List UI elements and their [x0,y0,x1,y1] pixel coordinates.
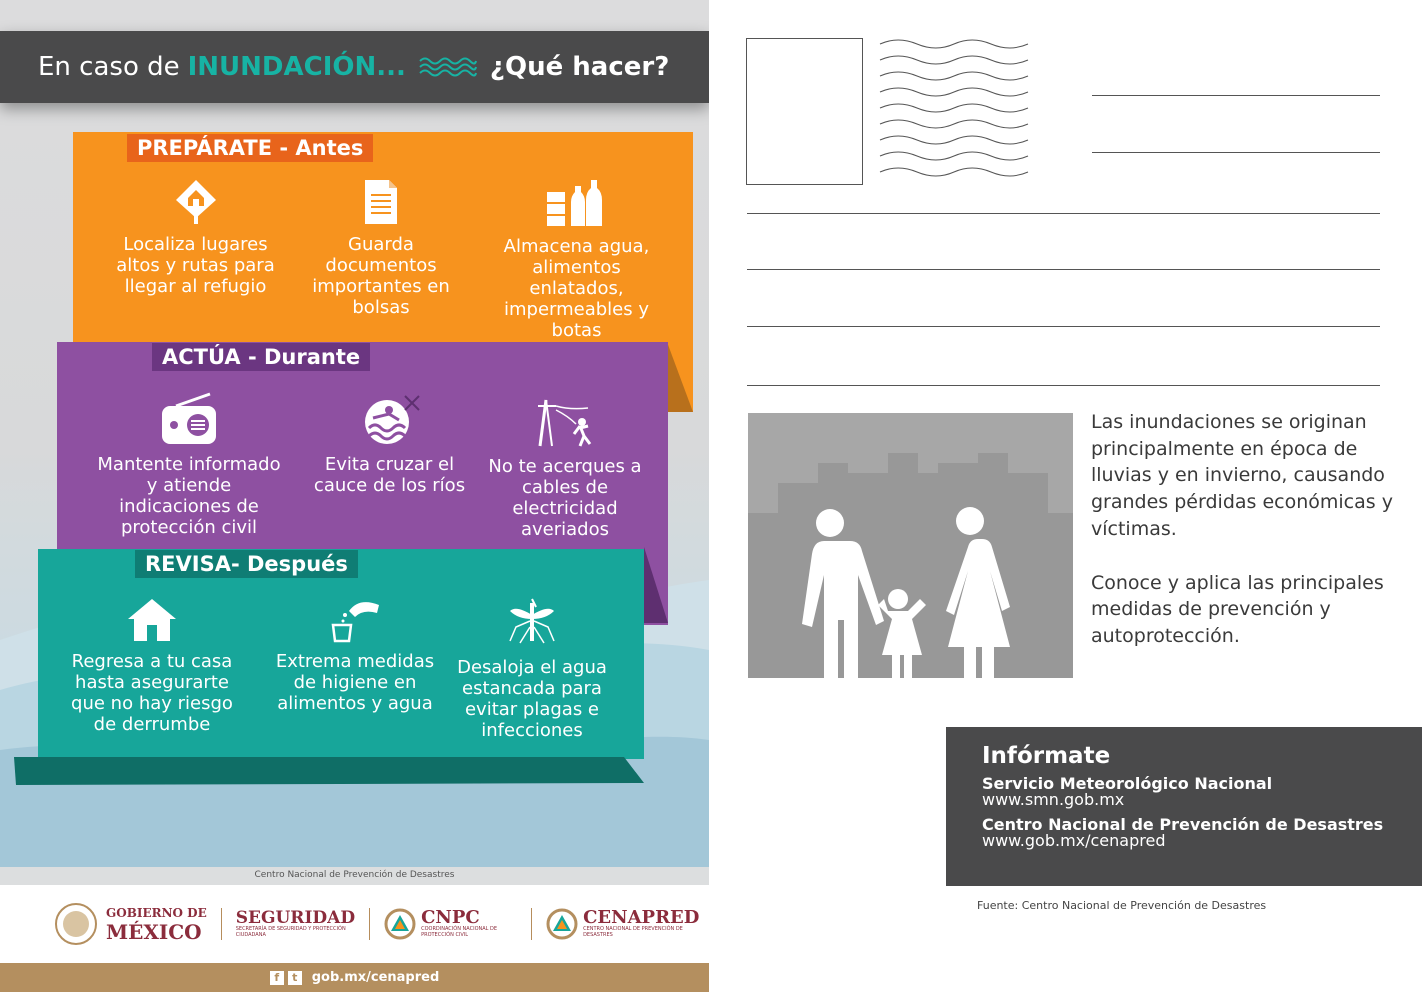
address-line [747,269,1380,270]
review-panel-bg [38,549,644,759]
info-block-cenapred: Centro Nacional de Prevención de Desastr… [982,816,1422,849]
review-tag: REVISA- Después [135,550,358,578]
power-line-icon [538,399,592,447]
address-line [747,385,1380,386]
review-item-water: Desaloja el agua estancada para evitar p… [440,597,624,741]
gobierno-mexico-logo: GOBIERNO DE MÉXICO [54,902,207,946]
national-seal-icon [55,903,97,945]
hygiene-icon [331,602,379,643]
cenapred-seal-icon [546,908,578,940]
twitter-icon[interactable]: t [287,970,302,985]
ribbon-base [14,757,644,785]
prepare-item-refuge-text: Localiza lugares altos y rutas para lleg… [116,234,275,297]
act-item-rivers: Evita cruzar el cauce de los ríos [307,394,472,496]
prepare-item-supplies-text: Almacena agua, alimentos enlatados, impe… [503,236,650,341]
house-icon [128,599,176,641]
left-source-note: Centro Nacional de Prevención de Desastr… [0,867,709,885]
act-tag: ACTÚA - Durante [152,343,371,371]
prepare-tag: PREPÁRATE - Antes [127,134,374,162]
title-prefix: En caso de [38,52,180,82]
seguridad-title: SEGURIDAD [235,908,356,928]
stamp-box [746,38,863,185]
review-item-hygiene-text: Extrema medidas de higiene en alimentos … [275,651,435,714]
act-item-cables: No te acerques a cables de electricidad … [485,396,645,540]
gobierno-line2: MÉXICO [106,920,202,944]
title-question: ¿Qué hacer? [489,52,670,82]
title-keyword: INUNDACIÓN... [187,52,406,82]
info-org-cenapred: Centro Nacional de Prevención de Desastr… [982,815,1384,834]
cenapred-title: CENAPRED [583,907,700,928]
review-item-house-text: Regresa a tu casa hasta asegurarte que n… [71,651,233,735]
mosquito-icon [509,598,555,644]
radio-icon [162,392,216,444]
act-item-informed: Mantente informado y atiende indicacione… [91,392,287,538]
review-item-hygiene: Extrema medidas de higiene en alimentos … [270,597,440,714]
intro-paragraph-2: Conoce y aplica las principales medidas … [1091,571,1384,647]
info-org-smn: Servicio Meteorológico Nacional [982,774,1273,793]
prepare-item-documents: Guarda documentos importantes en bolsas [301,178,461,318]
seguridad-logo: SEGURIDAD SECRETARÍA DE SEGURIDAD Y PROT… [235,908,356,939]
review-panel: REVISA- Después Regresa a tu casa hasta … [38,549,644,759]
info-url-smn[interactable]: www.smn.gob.mx [982,790,1125,809]
intro-paragraph-1: Las inundaciones se originan principalme… [1091,411,1393,540]
address-line [747,326,1380,327]
address-line [1092,152,1380,153]
right-source-note: Fuente: Centro Nacional de Prevención de… [977,899,1267,912]
info-heading: Infórmate [982,743,1111,769]
cnpc-logo: CNPC COORDINACIÓN NACIONAL DE PROTECCIÓN… [384,908,517,940]
facebook-icon[interactable]: f [269,970,284,985]
review-item-water-text: Desaloja el agua estancada para evitar p… [457,657,607,741]
info-box: Infórmate Servicio Meteorológico Naciona… [946,727,1422,886]
family-illustration [748,413,1073,678]
prepare-item-supplies: Almacena agua, alimentos enlatados, impe… [493,178,660,341]
infographic-panel: En caso de INUNDACIÓN... ¿Qué hacer? PRE… [0,0,709,992]
no-swim-icon [364,395,420,444]
prepare-item-refuge: Localiza lugares altos y rutas para lleg… [113,178,278,297]
act-item-cables-text: No te acerques a cables de electricidad … [488,456,642,540]
logo-divider [369,908,371,940]
family-silhouette-icon [748,453,1073,678]
cnpc-title: CNPC [421,907,480,928]
act-item-informed-text: Mantente informado y atiende indicacione… [97,454,281,538]
logo-divider [220,908,222,940]
cenapred-subtitle: CENTRO NACIONAL DE PREVENCIÓN DE DESASTR… [583,926,683,938]
gobierno-line1: GOBIERNO DE [106,906,207,920]
act-panel-fold [644,547,668,623]
act-item-rivers-text: Evita cruzar el cauce de los ríos [313,454,466,496]
prepare-item-documents-text: Guarda documentos importantes en bolsas [312,234,450,318]
intro-text: Las inundaciones se originan principalme… [1091,409,1411,650]
address-line [1092,95,1380,96]
water-waves-icon [419,57,477,77]
cenapred-logo: CENAPRED CENTRO NACIONAL DE PREVENCIÓN D… [546,908,699,940]
seguridad-subtitle: SECRETARÍA DE SEGURIDAD Y PROTECCIÓN CIU… [235,926,346,938]
supplies-icon [546,180,602,226]
logo-strip: GOBIERNO DE MÉXICO SEGURIDAD SECRETARÍA … [0,885,709,963]
title-bar: En caso de INUNDACIÓN... ¿Qué hacer? [0,31,709,103]
review-item-house: Regresa a tu casa hasta asegurarte que n… [64,597,240,735]
civil-protection-seal-icon [384,908,416,940]
cnpc-subtitle: COORDINACIÓN NACIONAL DE PROTECCIÓN CIVI… [421,926,498,938]
info-block-smn: Servicio Meteorológico Nacional www.smn.… [982,775,1422,808]
info-url-cenapred[interactable]: www.gob.mx/cenapred [982,831,1166,850]
footer-bar: f t gob.mx/cenapred [0,963,709,992]
document-icon [365,180,397,224]
logo-divider [531,908,533,940]
shelter-sign-icon [175,180,216,224]
postmark-lines [879,39,1029,177]
footer-url[interactable]: gob.mx/cenapred [311,970,440,985]
address-line [747,213,1380,214]
prepare-panel-fold [667,342,693,412]
